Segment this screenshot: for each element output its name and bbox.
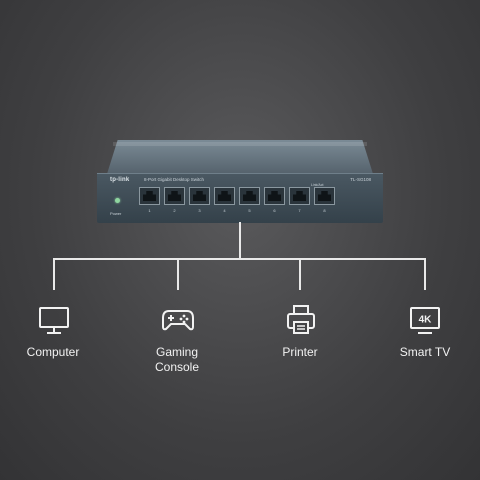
device-label-gaming-console: Gaming Console — [154, 345, 200, 374]
device-label-computer: Computer — [26, 345, 80, 359]
port-number: 3 — [198, 208, 201, 213]
link-act-label: Link/Act — [311, 183, 324, 187]
ethernet-port-8 — [314, 187, 335, 205]
switch-model: TL-SG108 — [350, 177, 371, 182]
port-number: 5 — [248, 208, 251, 213]
port-number: 2 — [173, 208, 176, 213]
port-number: 4 — [223, 208, 226, 213]
ethernet-port-5 — [239, 187, 260, 205]
ethernet-port-1 — [139, 187, 160, 205]
port-number: 1 — [148, 208, 151, 213]
gamepad-icon — [162, 310, 194, 331]
ethernet-port-3 — [189, 187, 210, 205]
ethernet-port-2 — [164, 187, 185, 205]
power-label: Power — [110, 211, 122, 216]
tv-4k-icon: 4K — [410, 307, 440, 334]
ethernet-port-4 — [214, 187, 235, 205]
drop-line-computer — [53, 258, 55, 290]
port-number: 7 — [298, 208, 301, 213]
bus-line — [53, 258, 426, 260]
drop-line-printer — [299, 258, 301, 290]
device-label-printer: Printer — [282, 345, 318, 359]
drop-line-gaming-console — [177, 258, 179, 290]
printer-icon — [287, 305, 315, 334]
ethernet-port-6 — [264, 187, 285, 205]
power-led-icon — [115, 198, 120, 203]
tv-4k-text: 4K — [419, 315, 433, 326]
network-switch: tp-link 8-Port Gigabit Desktop Switch TL… — [97, 140, 383, 223]
switch-description: 8-Port Gigabit Desktop Switch — [144, 177, 205, 182]
ethernet-port-7 — [289, 187, 310, 205]
switch-front-panel: tp-link 8-Port Gigabit Desktop Switch TL… — [97, 173, 383, 223]
monitor-icon — [39, 307, 69, 334]
switch-top-panel — [107, 140, 373, 174]
port-number: 6 — [273, 208, 276, 213]
ethernet-ports: 1 2 3 4 5 6 7 8 — [139, 187, 335, 217]
trunk-line — [239, 222, 241, 259]
drop-line-smart-tv — [424, 258, 426, 290]
switch-brand-logo: tp-link — [110, 177, 130, 183]
port-number: 8 — [323, 208, 326, 213]
switch-top-highlight — [113, 142, 367, 146]
device-label-smart-tv: Smart TV — [399, 345, 451, 359]
